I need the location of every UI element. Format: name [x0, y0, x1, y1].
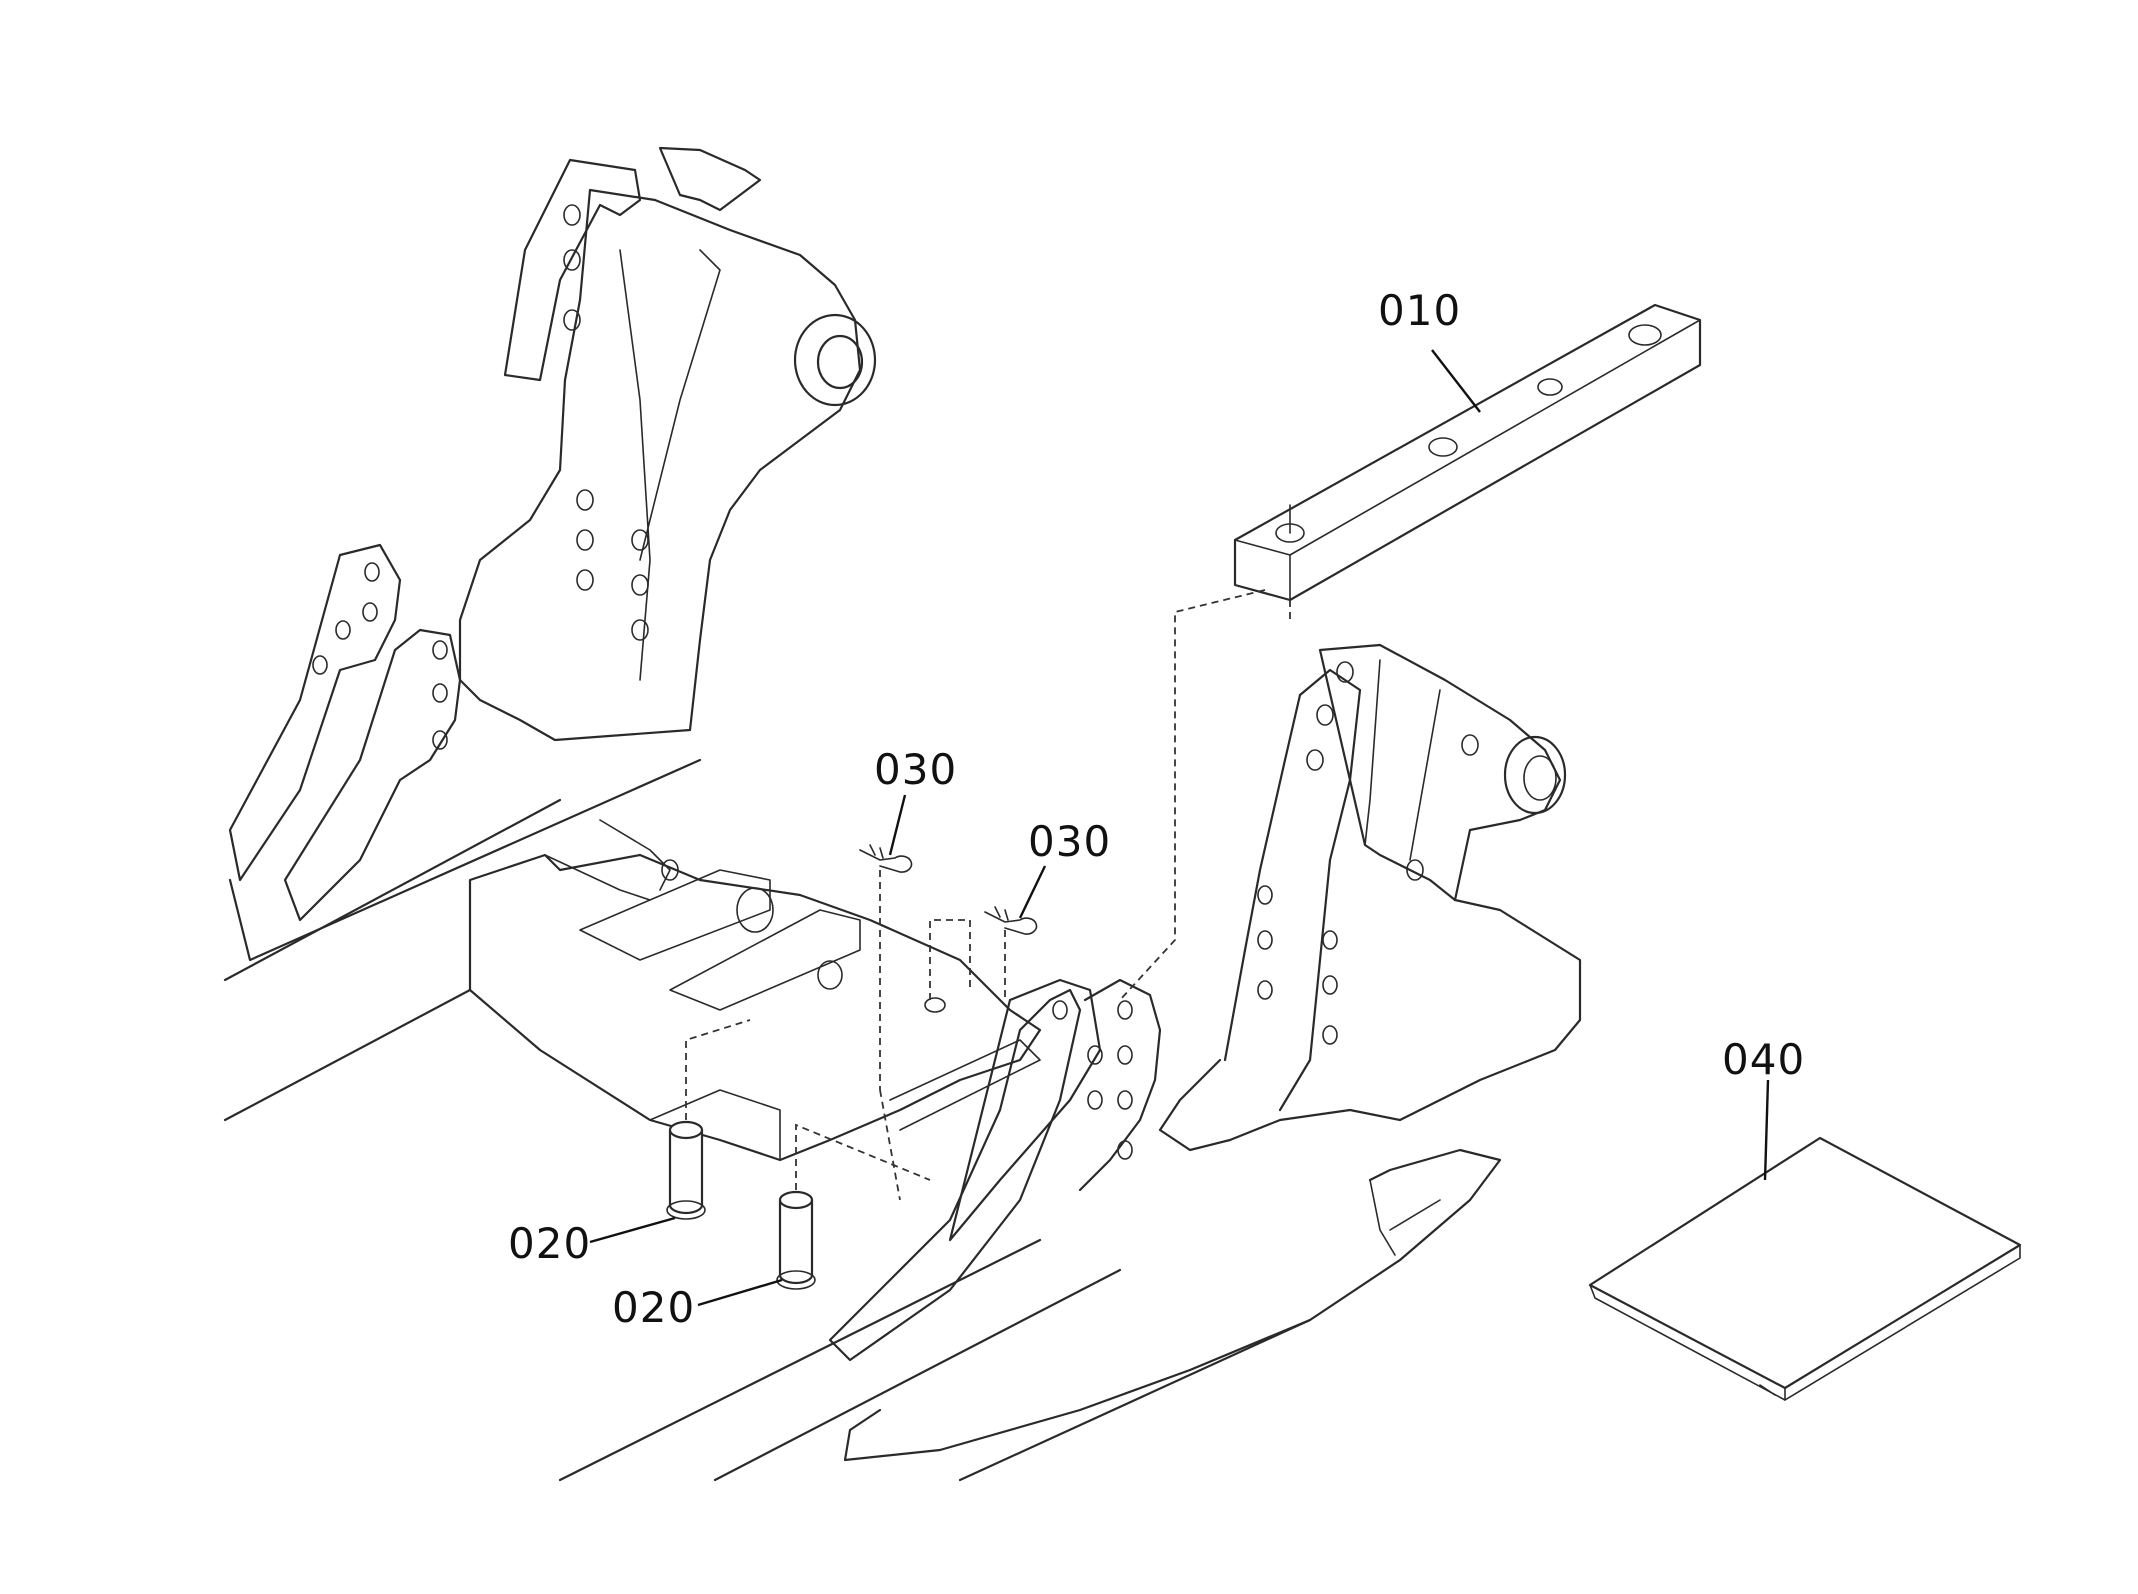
right-bracket: [828, 643, 1582, 1462]
callout-030-left: 030: [874, 745, 957, 794]
part-020-pins: [666, 1019, 931, 1290]
callout-020-upper: 020: [508, 1219, 591, 1268]
center-cross-beam: [223, 819, 1312, 1482]
part-040-manual: [1588, 1136, 2022, 1401]
leader-lines: [589, 349, 1770, 1307]
left-bracket: [223, 146, 877, 982]
callout-020-lower: 020: [612, 1283, 695, 1332]
callout-030-right: 030: [1028, 817, 1111, 866]
callout-010: 010: [1378, 286, 1461, 335]
part-030-clips: [859, 844, 1038, 1201]
part-010-bar: [1119, 303, 1702, 1001]
callout-040: 040: [1722, 1035, 1805, 1084]
